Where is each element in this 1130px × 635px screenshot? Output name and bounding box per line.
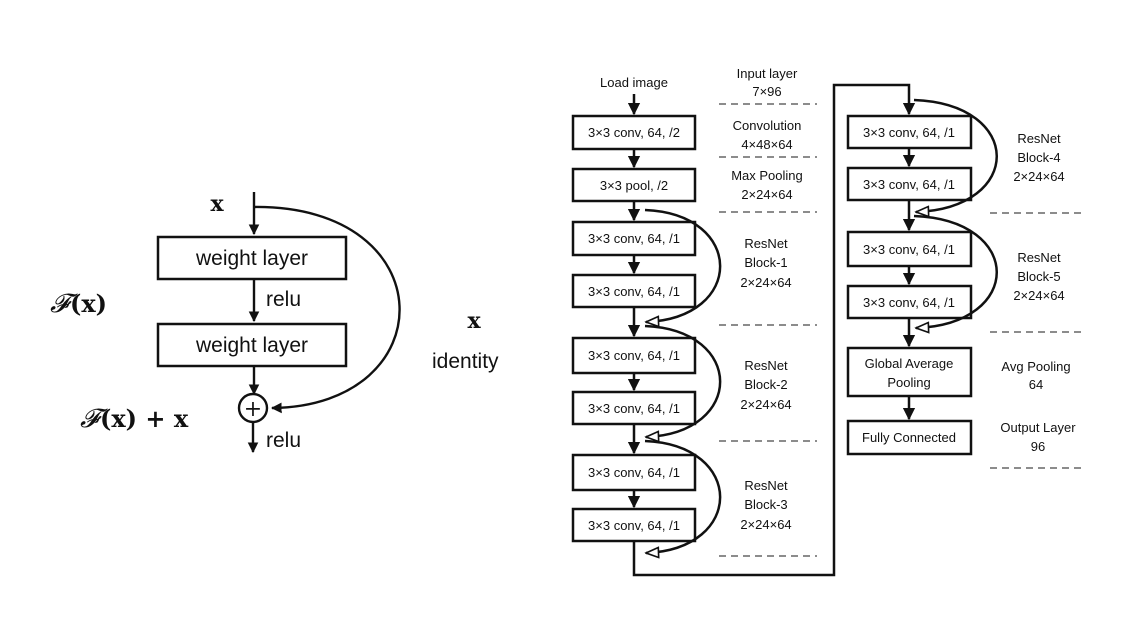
max-pool-box <box>571 167 697 203</box>
global-avg-pool-box <box>846 346 973 398</box>
annotation-block3-size: 2×24×64 <box>740 517 791 532</box>
annotation-block1-size: 2×24×64 <box>740 275 791 290</box>
annotation-convolution-size: 4×48×64 <box>741 137 792 152</box>
identity-shortcut-arrow <box>253 205 401 414</box>
block3-conv-b-label: 3×3 conv, 64, /1 <box>588 518 680 533</box>
fully-connected-box <box>846 419 973 456</box>
block4-conv-a-box <box>846 114 973 150</box>
weight-layer-1-label: weight layer <box>195 247 308 270</box>
block5-conv-b-label: 3×3 conv, 64, /1 <box>863 295 955 310</box>
annotation-input-layer: Input layer <box>737 66 798 81</box>
annotation-convolution: Convolution <box>733 118 802 133</box>
block1-conv-a-box <box>571 220 697 257</box>
plus-icon: + <box>244 397 262 422</box>
block3-conv-a-label: 3×3 conv, 64, /1 <box>588 465 680 480</box>
weight-layer-1-box <box>156 235 348 281</box>
block3-conv-b-box <box>571 507 697 543</box>
relu-label-2: relu <box>266 429 301 452</box>
annotation-block5-size: 2×24×64 <box>1013 288 1064 303</box>
annotation-block2-name: Block-2 <box>744 377 787 392</box>
annotation-block5-name: Block-5 <box>1017 269 1060 284</box>
global-avg-pool-label-2: Pooling <box>887 375 930 390</box>
annotation-block2-size: 2×24×64 <box>740 397 791 412</box>
conv-stride2-box <box>571 114 697 151</box>
block5-conv-a-box <box>846 230 973 268</box>
annotation-block4-size: 2×24×64 <box>1013 169 1064 184</box>
weight-layer-2-label: weight layer <box>195 334 308 357</box>
block2-conv-a-box <box>571 336 697 375</box>
block5-conv-b-box <box>846 284 973 320</box>
annotation-max-pooling: Max Pooling <box>731 168 803 183</box>
annotation-block3-name: Block-3 <box>744 497 787 512</box>
block1-conv-a-label: 3×3 conv, 64, /1 <box>588 231 680 246</box>
block1-conv-b-label: 3×3 conv, 64, /1 <box>588 284 680 299</box>
block4-conv-a-label: 3×3 conv, 64, /1 <box>863 125 955 140</box>
block2-conv-b-box <box>571 390 697 426</box>
annotation-input-layer-size: 7×96 <box>752 84 781 99</box>
block5-skip-arrow <box>913 214 998 328</box>
annotation-block3-title: ResNet <box>744 478 788 493</box>
column-connector-arrow <box>632 83 916 577</box>
block1-skip-arrow <box>645 208 722 322</box>
annotation-block2-title: ResNet <box>744 358 788 373</box>
annotation-block4-title: ResNet <box>1017 131 1061 146</box>
annotation-avg-pooling-size: 64 <box>1029 377 1043 392</box>
block5-conv-a-label: 3×3 conv, 64, /1 <box>863 242 955 257</box>
block3-skip-arrow <box>645 439 722 553</box>
global-avg-pool-label-1: Global Average <box>865 356 954 371</box>
block2-conv-a-label: 3×3 conv, 64, /1 <box>588 348 680 363</box>
identity-label: identity <box>432 350 499 373</box>
annotation-block1-title: ResNet <box>744 236 788 251</box>
weight-layer-2-box <box>156 322 348 368</box>
fx-label: (x) <box>70 289 107 318</box>
block2-conv-b-label: 3×3 conv, 64, /1 <box>588 401 680 416</box>
annotation-block1-name: Block-1 <box>744 255 787 270</box>
relu-label-1: relu <box>266 288 301 311</box>
annotation-block5-title: ResNet <box>1017 250 1061 265</box>
block3-conv-a-box <box>571 453 697 492</box>
input-x-label: x <box>210 191 224 217</box>
annotation-avg-pooling: Avg Pooling <box>1001 359 1070 374</box>
residual-block-diagram: x weight layer relu weight layer + relu … <box>50 191 499 454</box>
annotation-max-pooling-size: 2×24×64 <box>741 187 792 202</box>
block1-conv-b-box <box>571 273 697 309</box>
annotation-output-layer-size: 96 <box>1031 439 1045 454</box>
block2-skip-arrow <box>645 324 722 437</box>
load-image-label: Load image <box>600 75 668 90</box>
conv-stride2-label: 3×3 conv, 64, /2 <box>588 125 680 140</box>
block4-skip-arrow <box>913 98 998 212</box>
max-pool-label: 3×3 pool, /2 <box>600 178 668 193</box>
annotation-output-layer: Output Layer <box>1000 420 1076 435</box>
fully-connected-label: Fully Connected <box>862 430 956 445</box>
block4-conv-b-box <box>846 166 973 202</box>
annotation-block4-name: Block-4 <box>1017 150 1060 165</box>
resnet-network-diagram: Load image 3×3 conv, 64, /2 3×3 pool, /2… <box>571 66 1086 577</box>
identity-x-label: x <box>467 308 481 334</box>
block4-conv-b-label: 3×3 conv, 64, /1 <box>863 177 955 192</box>
fx-plus-x-label: (x) + x <box>100 404 189 433</box>
